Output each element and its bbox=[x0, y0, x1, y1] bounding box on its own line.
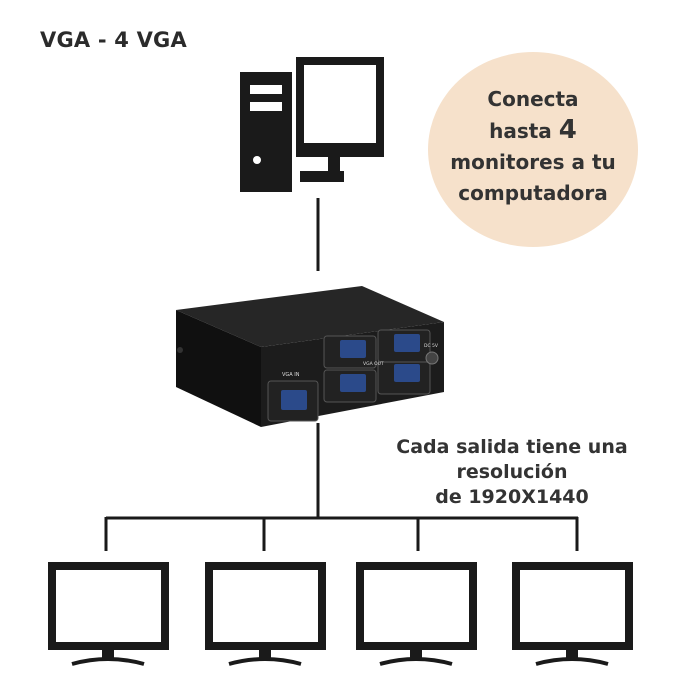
vga-in-port bbox=[267, 380, 319, 422]
caption-line-2: resolución bbox=[456, 461, 568, 483]
output-monitor-4 bbox=[512, 562, 633, 666]
feature-bubble: Conecta hasta 4 monitores a tu computado… bbox=[428, 52, 638, 247]
connection-lines bbox=[104, 198, 579, 551]
bubble-line-2: hasta 4 bbox=[428, 115, 638, 147]
bubble-text: Conecta hasta 4 monitores a tu computado… bbox=[428, 84, 638, 209]
output-monitor-2 bbox=[205, 562, 326, 666]
vga-in-label: VGA IN bbox=[282, 372, 300, 378]
bubble-line-1: Conecta bbox=[487, 87, 579, 111]
page-title: VGA - 4 VGA bbox=[40, 28, 187, 52]
bubble-line-2-prefix: hasta bbox=[489, 119, 559, 143]
bubble-number: 4 bbox=[558, 115, 577, 145]
output-monitor-1 bbox=[48, 562, 169, 666]
computer-tower-icon bbox=[240, 72, 292, 192]
vga-out-ports bbox=[323, 329, 431, 403]
desktop-monitor-icon bbox=[296, 57, 384, 182]
power-jack-icon bbox=[425, 351, 439, 365]
vga-out-label: VGA OUT bbox=[363, 361, 384, 367]
vga-splitter-device: VGA IN VGA OUT DC 5V bbox=[176, 286, 444, 427]
bubble-line-3: monitores a tu bbox=[450, 150, 616, 174]
bubble-line-4: computadora bbox=[458, 181, 608, 205]
output-monitor-3 bbox=[356, 562, 477, 666]
resolution-caption: Cada salida tiene una resolución de 1920… bbox=[378, 435, 646, 510]
power-label: DC 5V bbox=[424, 343, 439, 349]
caption-line-1: Cada salida tiene una bbox=[396, 436, 628, 458]
caption-line-3: de 1920X1440 bbox=[435, 486, 589, 508]
